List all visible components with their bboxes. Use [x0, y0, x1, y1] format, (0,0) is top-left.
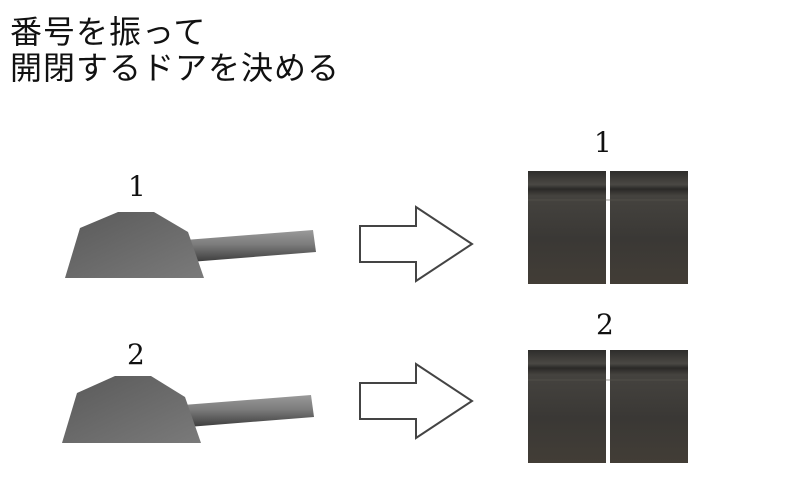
switch-number-1: 1 [128, 170, 146, 203]
arrow-right-icon-2 [359, 362, 474, 440]
switch-base-2 [62, 376, 201, 443]
arrow-right-icon-1 [359, 205, 474, 283]
door-2 [528, 350, 688, 463]
instruction-title: 番号を振って 開閉するドアを決める [10, 14, 340, 86]
lever-switch-1 [65, 212, 316, 278]
switch-base-1 [65, 212, 204, 278]
lever-bar-1 [185, 230, 316, 262]
switch-number-2: 2 [127, 338, 145, 371]
door-1 [528, 171, 688, 284]
door-1-right-panel [610, 171, 688, 284]
door-2-right-panel [610, 350, 688, 463]
door-number-1: 1 [594, 126, 612, 159]
door-number-2: 2 [596, 308, 614, 341]
title-line-1: 番号を振って [10, 13, 207, 51]
lever-bar-2 [183, 395, 314, 427]
door-2-left-panel [528, 350, 606, 463]
lever-switch-2 [62, 376, 314, 443]
door-1-left-panel [528, 171, 606, 284]
title-line-2: 開閉するドアを決める [10, 49, 341, 87]
